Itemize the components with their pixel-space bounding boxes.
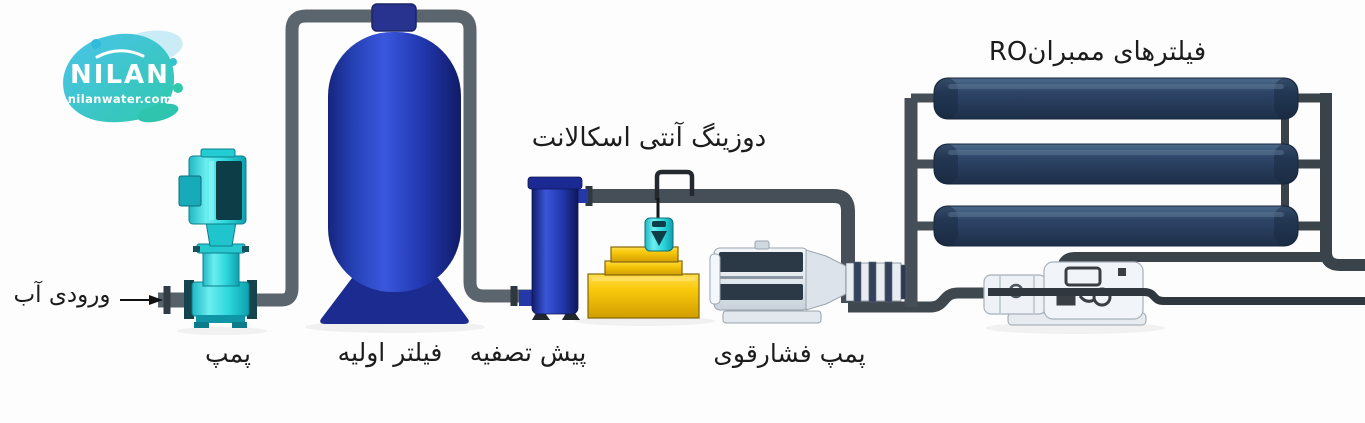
ro-membrane-vessels [933, 77, 1299, 247]
feed-pump [178, 148, 257, 328]
logo-website-text: nilanwater.com [67, 92, 173, 106]
label-antiscalant-dosing: دوزینگ آنتی اسکالانت [531, 123, 767, 153]
logo-brand-text: NILAN [70, 60, 170, 90]
high-pressure-pump [709, 240, 907, 324]
dosing-pump [644, 217, 674, 252]
label-ro-membrane-filters: فیلترهای ممبرانRO [988, 37, 1207, 67]
antiscalant-dosing-tank [587, 246, 700, 319]
label-water-inlet: ورودی آب [13, 282, 111, 308]
label-primary-filter: فیلتر اولیه [337, 338, 443, 367]
logo-arc [95, 49, 145, 59]
primary-filter-tank [320, 3, 469, 324]
pretreatment-column [519, 176, 588, 320]
inlet-arrow [120, 295, 163, 305]
motor-junction-box [178, 175, 202, 207]
label-feed-pump: پمپ [205, 339, 251, 368]
pump-discharge-stages [845, 261, 907, 303]
nilan-logo [63, 30, 183, 123]
label-high-pressure-pump: پمپ فشارقوی [713, 339, 866, 368]
tank-top-valve [371, 3, 417, 32]
permeate-outlet-pipe [988, 288, 1365, 305]
label-pretreatment: پیش تصفیه [469, 338, 587, 367]
